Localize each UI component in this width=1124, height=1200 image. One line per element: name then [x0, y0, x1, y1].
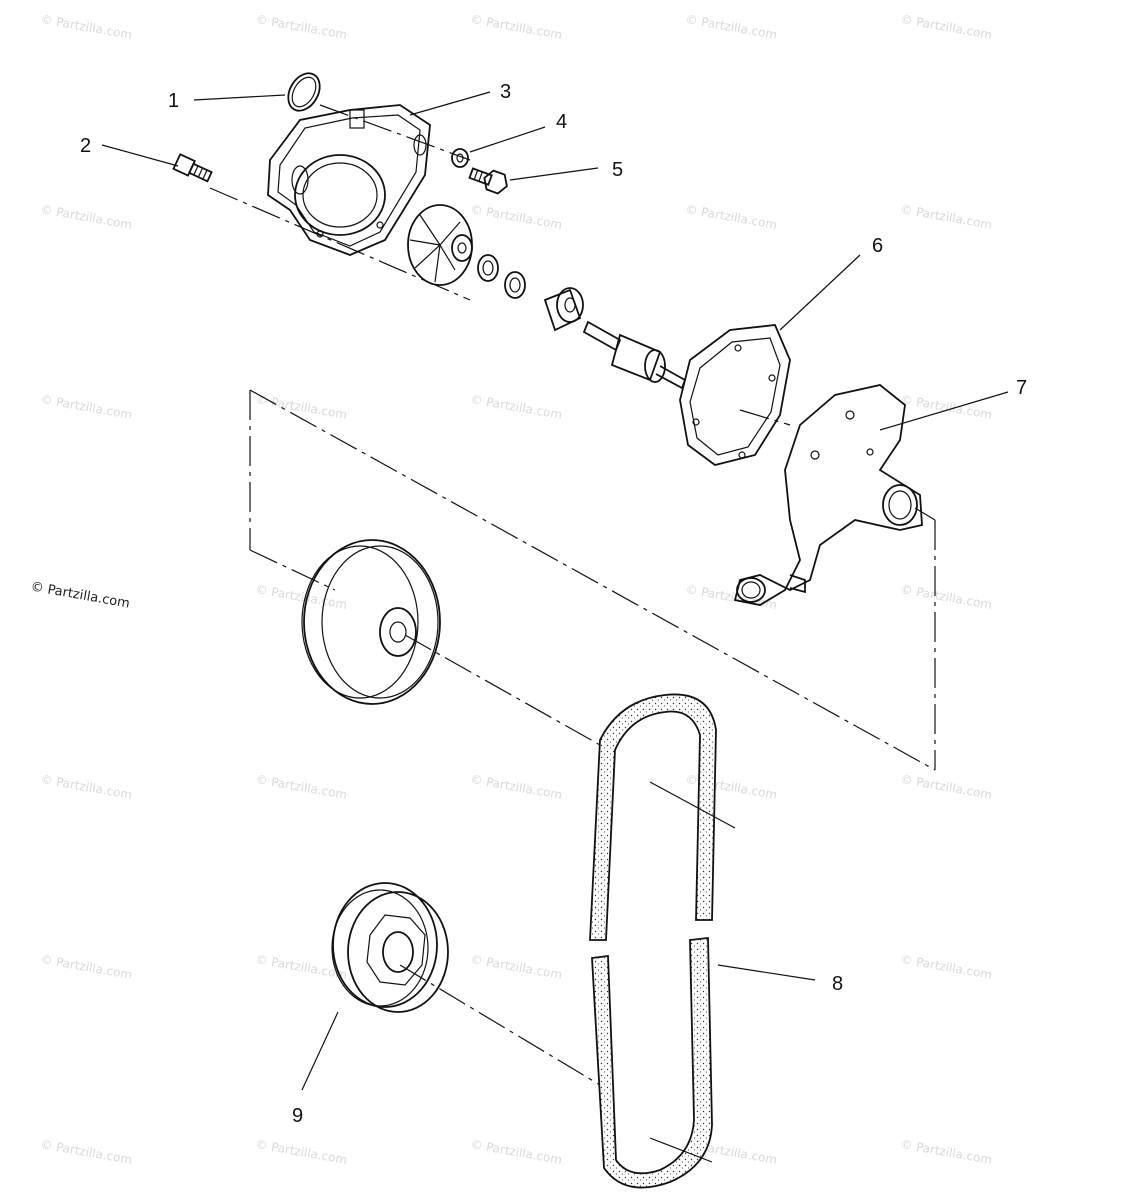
callout-1: 1 [168, 90, 179, 112]
driven-pulley-icon [301, 539, 441, 705]
bearing-icon [543, 287, 584, 332]
assembly-lines [209, 104, 936, 1086]
seal-icon [477, 254, 526, 299]
callout-9: 9 [292, 1105, 303, 1127]
impeller-icon [407, 204, 473, 286]
pump-housing-icon [733, 384, 923, 606]
gasket-icon [679, 324, 791, 466]
callout-8: 8 [832, 973, 843, 995]
callout-7: 7 [1016, 377, 1027, 399]
callouts: 1 2 3 4 5 6 7 8 9 [80, 81, 1027, 1127]
callout-3: 3 [500, 81, 511, 103]
bolt-icon [468, 167, 508, 195]
callout-leaders [101, 91, 1009, 1091]
belt-icon [589, 693, 736, 1189]
o-ring-icon [287, 72, 321, 112]
washer-icon [451, 148, 469, 168]
callout-6: 6 [872, 235, 883, 257]
fitting-icon [172, 153, 213, 183]
pump-cover-icon [267, 104, 431, 256]
callout-4: 4 [556, 111, 567, 133]
shaft-icon [582, 320, 687, 390]
drive-pulley-icon [331, 882, 449, 1013]
callout-5: 5 [612, 159, 623, 181]
callout-2: 2 [80, 135, 91, 157]
